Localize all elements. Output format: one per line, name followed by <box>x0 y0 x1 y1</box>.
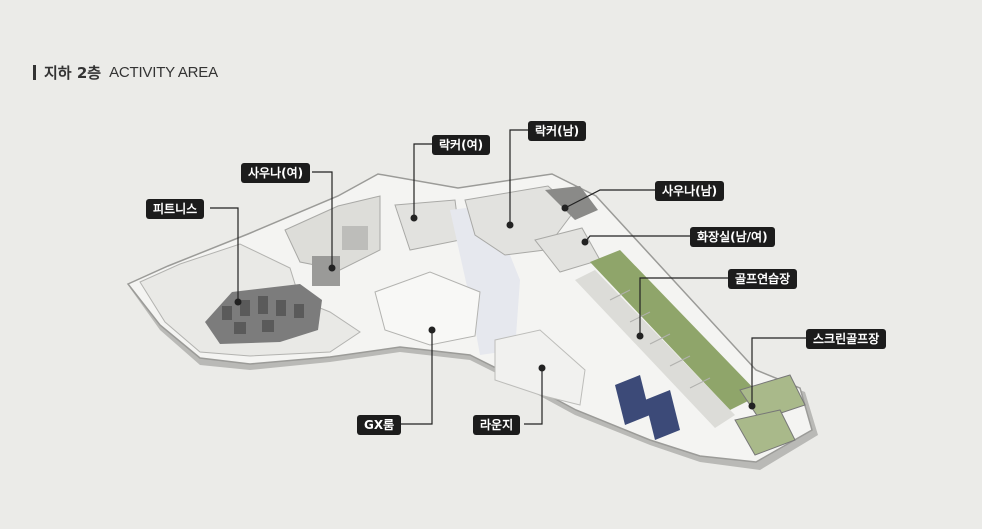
label-restroom: 화장실(남/여) <box>690 227 775 247</box>
leader-locker-m <box>509 129 528 225</box>
label-locker-m: 락커(남) <box>528 121 587 141</box>
label-fitness: 피트니스 <box>146 199 205 219</box>
leader-sauna-m <box>564 189 655 209</box>
screen-panel-2 <box>645 390 680 440</box>
leader-sauna-f <box>312 171 333 268</box>
leader-screen-golf <box>751 337 806 406</box>
leader-lounge <box>524 368 543 425</box>
label-locker-f: 락커(여) <box>432 135 491 155</box>
floor-heading: 지하 2층 ACTIVITY AREA <box>33 62 218 83</box>
label-sauna-f: 사우나(여) <box>241 163 311 183</box>
floor-title: 지하 2층 <box>44 64 102 82</box>
gx-room <box>374 271 481 346</box>
golf-range-lane <box>575 270 735 428</box>
sauna-f-bath <box>312 256 340 286</box>
screen-panel-1 <box>615 375 650 425</box>
sauna-m-block <box>545 186 598 220</box>
leader-locker-f <box>413 143 432 218</box>
leader-golf <box>639 277 728 336</box>
area-title: ACTIVITY AREA <box>109 64 218 81</box>
label-screen-golf: 스크린골프장 <box>806 329 887 349</box>
leader-gx <box>400 330 433 425</box>
label-golf-range: 골프연습장 <box>728 269 798 289</box>
leader-dots <box>234 204 756 410</box>
golf-range-turf <box>590 250 760 410</box>
label-sauna-m: 사우나(남) <box>655 181 725 201</box>
screen-golf-room-a <box>739 374 806 421</box>
heading-bar <box>33 65 36 80</box>
leader-fitness <box>210 207 239 302</box>
label-lounge: 라운지 <box>473 415 521 435</box>
screen-golf-room-b <box>734 409 796 456</box>
sauna-f-room <box>342 226 368 250</box>
fitness-machines <box>222 296 304 334</box>
label-gx-room: GX룸 <box>357 415 402 435</box>
